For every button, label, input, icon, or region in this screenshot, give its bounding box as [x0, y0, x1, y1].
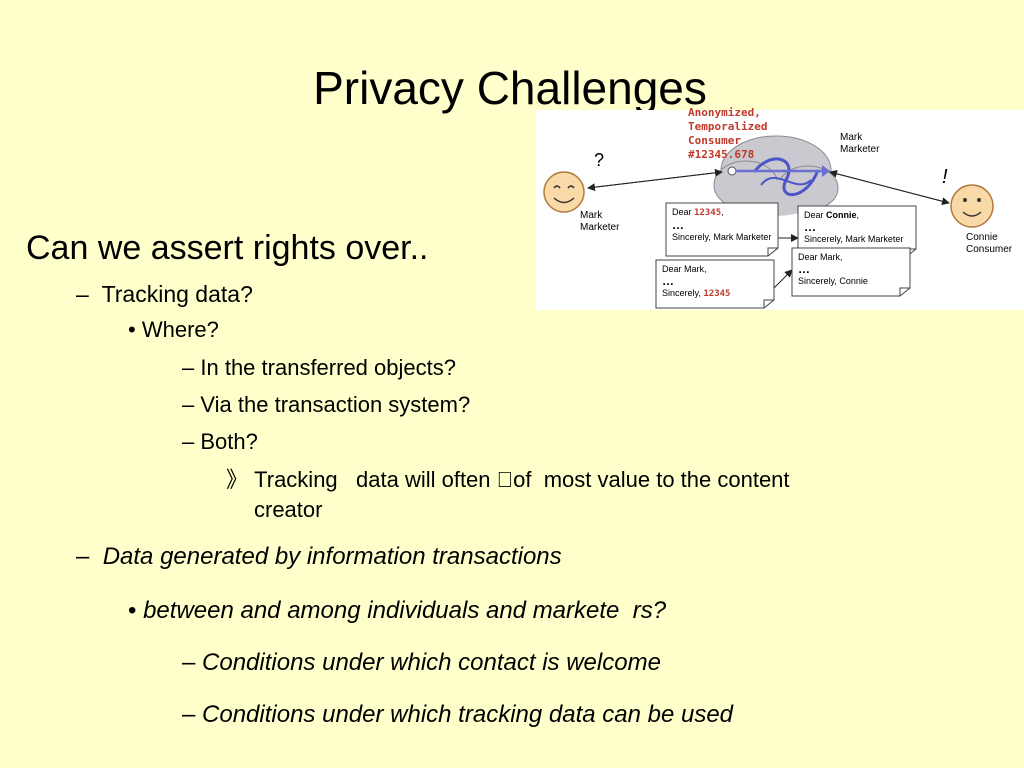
note-line: 》 Tracking data will often  of most valu…	[226, 466, 790, 494]
list-item-text: Via the transaction system?	[200, 392, 471, 417]
connie-consumer-face-icon	[950, 184, 994, 228]
note-line-continued: creator	[254, 497, 323, 522]
list-item-text: Conditions under which contact is welcom…	[202, 649, 661, 676]
dash-marker: –	[76, 543, 90, 570]
privacy-diagram: Anonymized, Temporalized Consumer #12345…	[536, 106, 1024, 310]
card-closing: Sincerely, Mark Marketer	[672, 232, 772, 242]
cloud-label-line: Consumer	[688, 134, 741, 147]
list-item: – Via the transaction system?	[182, 391, 470, 419]
label-line: Marketer	[840, 144, 880, 155]
list-item-text: Conditions under which tracking data can…	[202, 701, 734, 728]
card-greeting: Dear	[804, 210, 827, 220]
list-item: – Data generated by information transact…	[76, 542, 562, 572]
dash-marker: –	[182, 649, 196, 676]
letter-card-1	[665, 202, 779, 257]
letter-card-3	[655, 259, 775, 309]
letter-card-4	[791, 247, 911, 297]
bullet-marker: •	[128, 597, 137, 624]
list-item: • Where?	[128, 316, 219, 344]
cloud-label-line: Temporalized	[688, 120, 768, 133]
card-3-text: Dear Mark, … Sincerely, 12345	[662, 263, 730, 300]
card-closing: Sincerely, Connie	[798, 276, 868, 286]
card-1-text: Dear 12345, … Sincerely, Mark Marketer	[672, 206, 771, 243]
label-line: Connie	[966, 232, 998, 243]
content-heading: Can we assert rights over..	[26, 229, 429, 267]
list-item-text: between and among individuals and market…	[143, 597, 667, 624]
exclamation-mark: !	[942, 166, 948, 188]
label-line: Marketer	[580, 222, 620, 233]
card-greeting-highlight: Connie	[826, 210, 857, 220]
card-ellipsis: …	[804, 220, 816, 234]
card-ellipsis: …	[672, 218, 684, 232]
list-item-text: Tracking data?	[101, 281, 253, 307]
question-mark: ?	[594, 150, 605, 170]
dash-marker: –	[182, 429, 195, 454]
note-text: Tracking data will often  of most value …	[248, 467, 790, 492]
card-closing-highlight: 12345	[703, 289, 731, 299]
card-closing: Sincerely,	[662, 288, 704, 298]
list-item: – Conditions under which contact is welc…	[182, 648, 661, 678]
card-greeting-highlight: 12345	[694, 208, 722, 218]
card-greeting: Dear Mark,	[662, 264, 707, 274]
card-greeting-suffix: ,	[856, 210, 860, 220]
card-greeting: Dear Mark,	[798, 252, 843, 262]
card-closing: Sincerely, Mark Marketer	[804, 234, 904, 244]
arrow-marker: 》	[226, 467, 249, 492]
card-2-text: Dear Connie, … Sincerely, Mark Marketer	[804, 209, 903, 245]
diagram-graphics	[543, 135, 994, 309]
dash-marker: –	[182, 392, 195, 417]
cloud-label-line: Anonymized,	[688, 106, 761, 119]
list-item-text: Where?	[141, 317, 219, 342]
card-greeting: Dear	[672, 207, 695, 217]
label-line: Mark	[840, 132, 863, 143]
label-line: Consumer	[966, 244, 1013, 255]
dash-marker: –	[182, 701, 196, 728]
slide-title: Privacy Challenges	[313, 62, 707, 114]
dash-marker: –	[182, 355, 195, 380]
list-item-text: Data generated by information transactio…	[102, 543, 562, 570]
bullet-marker: •	[128, 317, 136, 342]
card-greeting-suffix: ,	[721, 207, 724, 217]
list-item: • between and among individuals and mark…	[128, 596, 666, 626]
list-item: – Tracking data?	[76, 280, 253, 308]
cloud-label: Anonymized, Temporalized Consumer #12345…	[688, 106, 767, 162]
list-item-text: Both?	[200, 429, 258, 454]
top-right-label: Mark Marketer	[840, 132, 879, 156]
dash-marker: –	[76, 281, 89, 307]
list-item: – In the transferred objects?	[182, 354, 456, 382]
mark-marketer-face-icon	[543, 171, 585, 213]
left-person-label: Mark Marketer	[580, 210, 619, 234]
label-line: Mark	[580, 210, 603, 221]
card-4-text: Dear Mark, … Sincerely, Connie	[798, 251, 868, 287]
right-person-label: Connie Consumer	[966, 232, 1012, 256]
cloud-label-line: #12345.678	[688, 148, 755, 161]
list-item-text: In the transferred objects?	[200, 355, 456, 380]
card-ellipsis: …	[798, 262, 810, 276]
list-item: – Conditions under which tracking data c…	[182, 700, 733, 730]
card-ellipsis: …	[662, 274, 674, 288]
list-item: – Both?	[182, 428, 258, 456]
